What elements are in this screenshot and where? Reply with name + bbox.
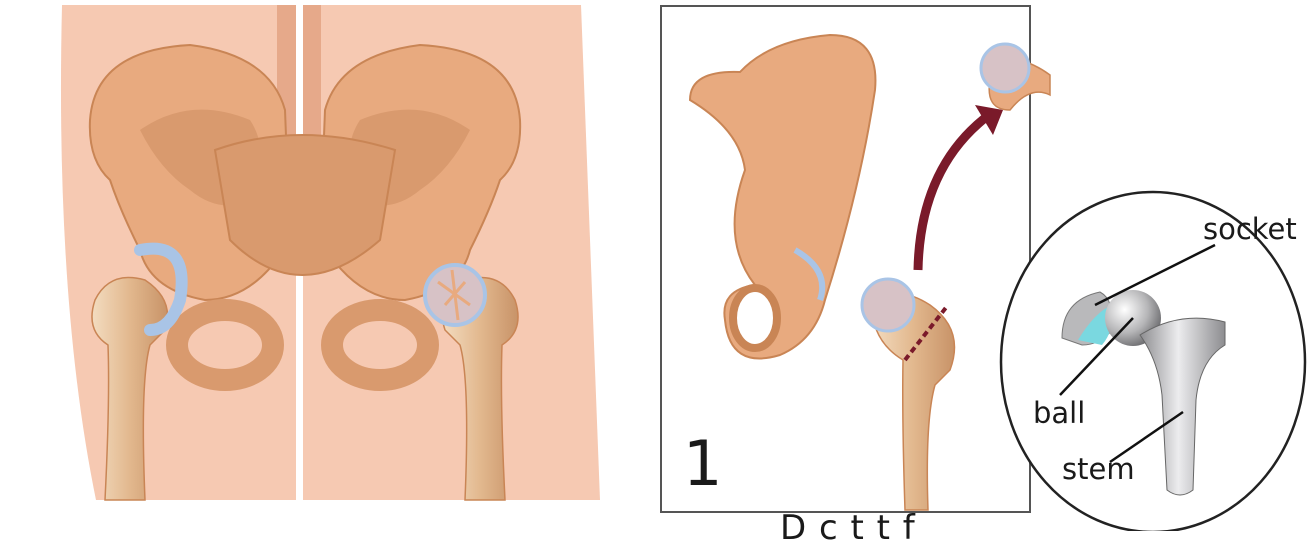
ball-label: ball [1033,396,1085,430]
socket-label: socket [1203,212,1297,246]
pelvis-comparison-panel [61,5,600,505]
stem-label: stem [1062,452,1135,486]
step-number: 1 [683,427,722,500]
caption-partial: D c t t f [780,508,916,548]
